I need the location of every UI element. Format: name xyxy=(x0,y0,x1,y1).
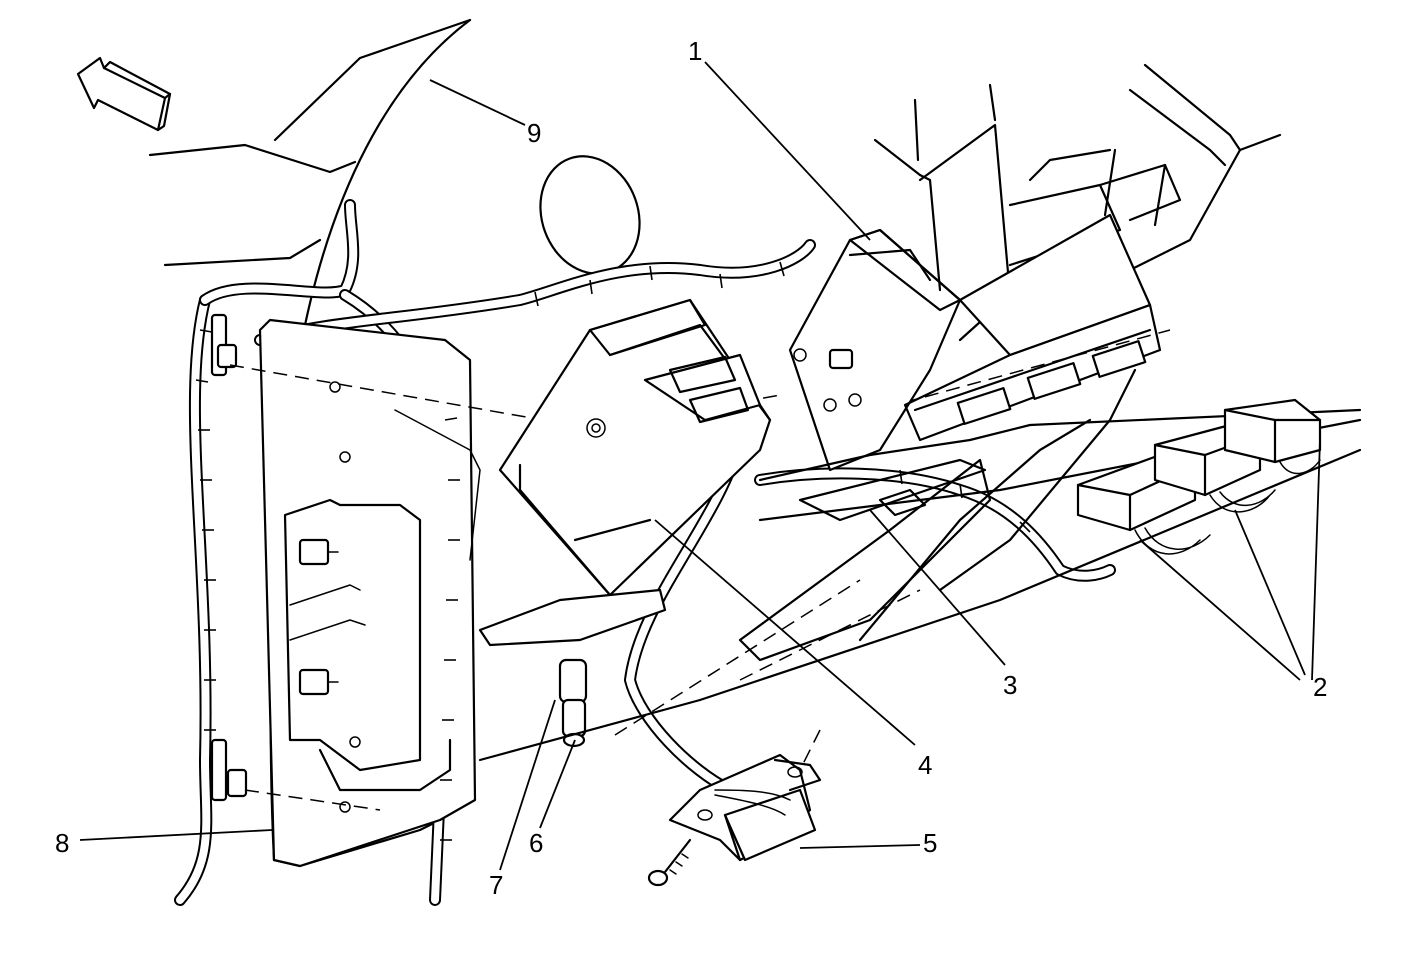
screw-icon xyxy=(647,838,692,887)
kick-panel-bracket xyxy=(210,313,481,868)
relay-bracket xyxy=(788,123,1012,472)
instrument-panel-frame xyxy=(478,63,1362,762)
callout-5: 5 xyxy=(923,828,937,858)
callout-6: 6 xyxy=(529,828,543,858)
callout-2: 2 xyxy=(1313,672,1327,702)
callout-8: 8 xyxy=(55,828,69,858)
sensor-connector xyxy=(558,658,588,748)
callout-3: 3 xyxy=(1003,670,1017,700)
retainer-clips xyxy=(210,313,248,802)
lower-module xyxy=(668,753,822,862)
callout-1: 1 xyxy=(688,36,702,66)
stud-fasteners xyxy=(298,538,339,696)
callout-labels: 1 2 3 4 5 6 7 8 9 xyxy=(55,36,1327,900)
callout-4: 4 xyxy=(918,750,932,780)
electrical-connectors xyxy=(1076,398,1322,555)
callout-7: 7 xyxy=(489,870,503,900)
harness-wrap-marks xyxy=(195,261,1031,841)
leader-lines xyxy=(79,61,1321,871)
forward-direction-arrow-icon xyxy=(76,56,172,132)
control-module-housing xyxy=(478,298,772,647)
callout-9: 9 xyxy=(527,118,541,148)
